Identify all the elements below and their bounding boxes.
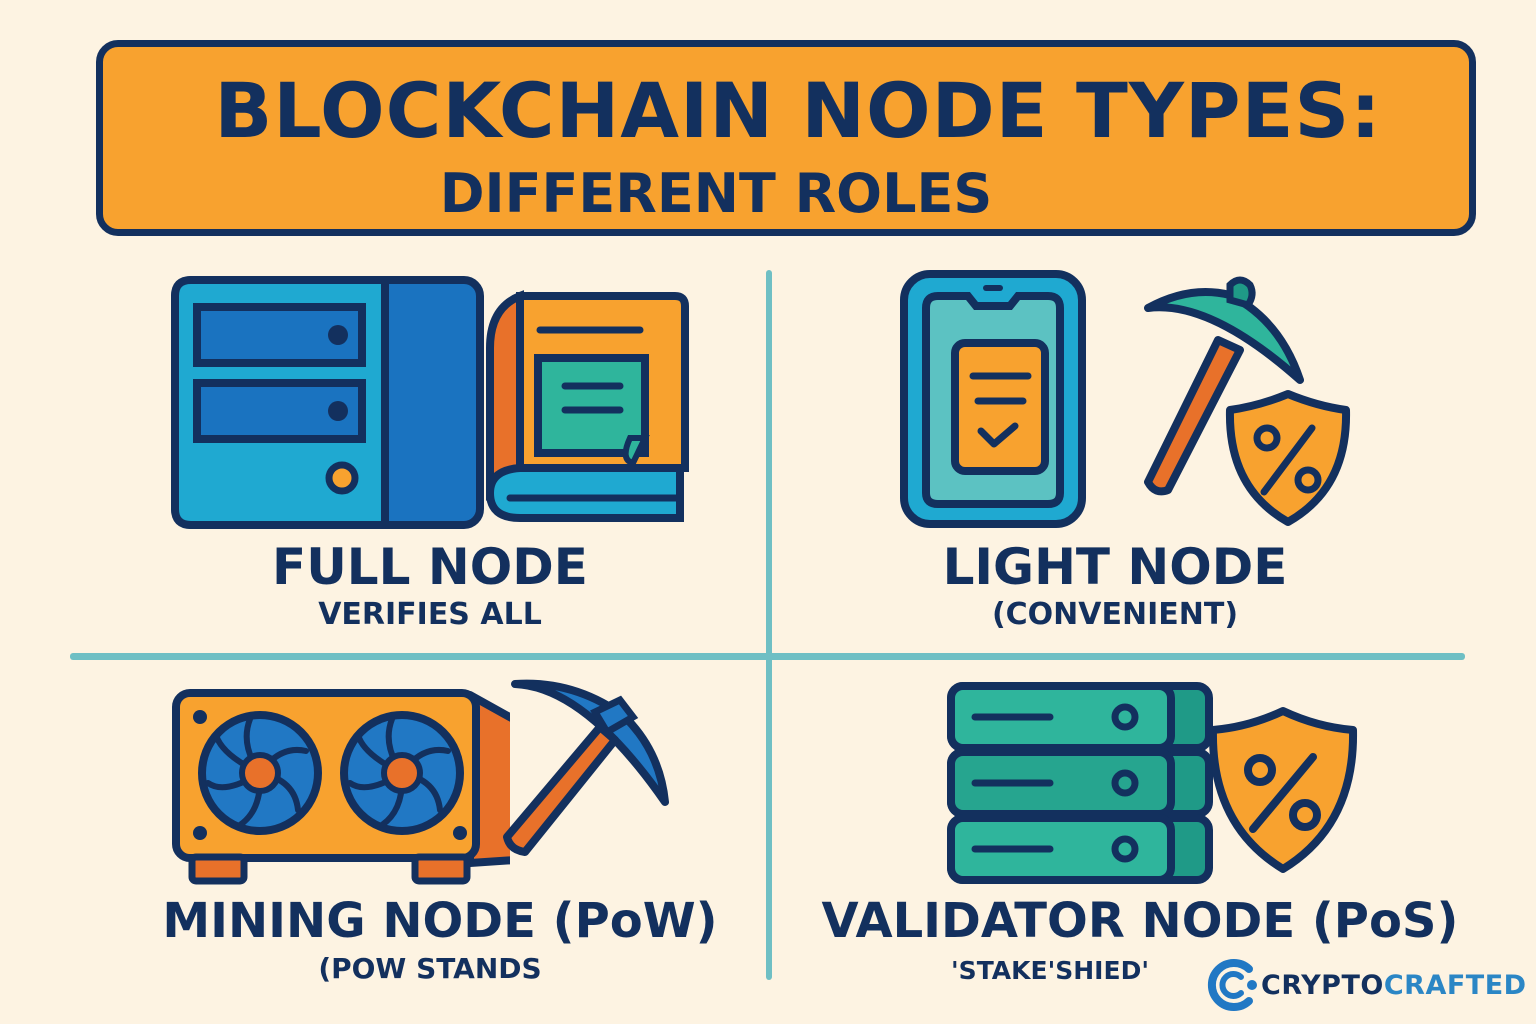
brand-word-crypto: CRYPTO xyxy=(1261,969,1384,1001)
full-node-title: FULL NODE xyxy=(272,538,588,596)
server-tower-icon xyxy=(171,276,484,529)
ledger-book-icon xyxy=(485,290,689,522)
validator-node-title: VALIDATOR NODE (PoS) xyxy=(821,893,1459,949)
server-stack-icon xyxy=(947,682,1213,884)
smartphone-checklist-icon xyxy=(900,270,1086,528)
light-node-title: LIGHT NODE xyxy=(942,538,1288,596)
percent-shield-icon xyxy=(1208,707,1358,873)
brand-word-crafted: CRAFTED xyxy=(1383,969,1527,1001)
validator-node-subtitle: 'STAKE'SHIED' xyxy=(951,956,1149,985)
gpu-fan-rig-icon xyxy=(172,689,510,885)
page-title: BLOCKCHAIN NODE TYPES: xyxy=(214,66,1382,155)
percent-shield-icon xyxy=(1225,390,1351,526)
page-subtitle: DIFFERENT ROLES xyxy=(439,162,993,225)
mining-node-subtitle: (POW STANDS xyxy=(318,952,542,985)
full-node-subtitle: VERIFIES ALL xyxy=(318,597,542,632)
pickaxe-icon xyxy=(503,679,669,856)
vertical-divider xyxy=(766,270,772,980)
light-node-subtitle: (CONVENIENT) xyxy=(991,597,1239,632)
pickaxe-icon xyxy=(1144,276,1304,496)
title-banner: BLOCKCHAIN NODE TYPES: DIFFERENT ROLES xyxy=(96,40,1476,236)
brand-logo: CRYPTO CRAFTED xyxy=(1205,955,1527,1015)
mining-node-title: MINING NODE (PoW) xyxy=(162,893,718,949)
horizontal-divider xyxy=(70,653,1465,660)
cc-logo-icon xyxy=(1207,959,1257,1011)
